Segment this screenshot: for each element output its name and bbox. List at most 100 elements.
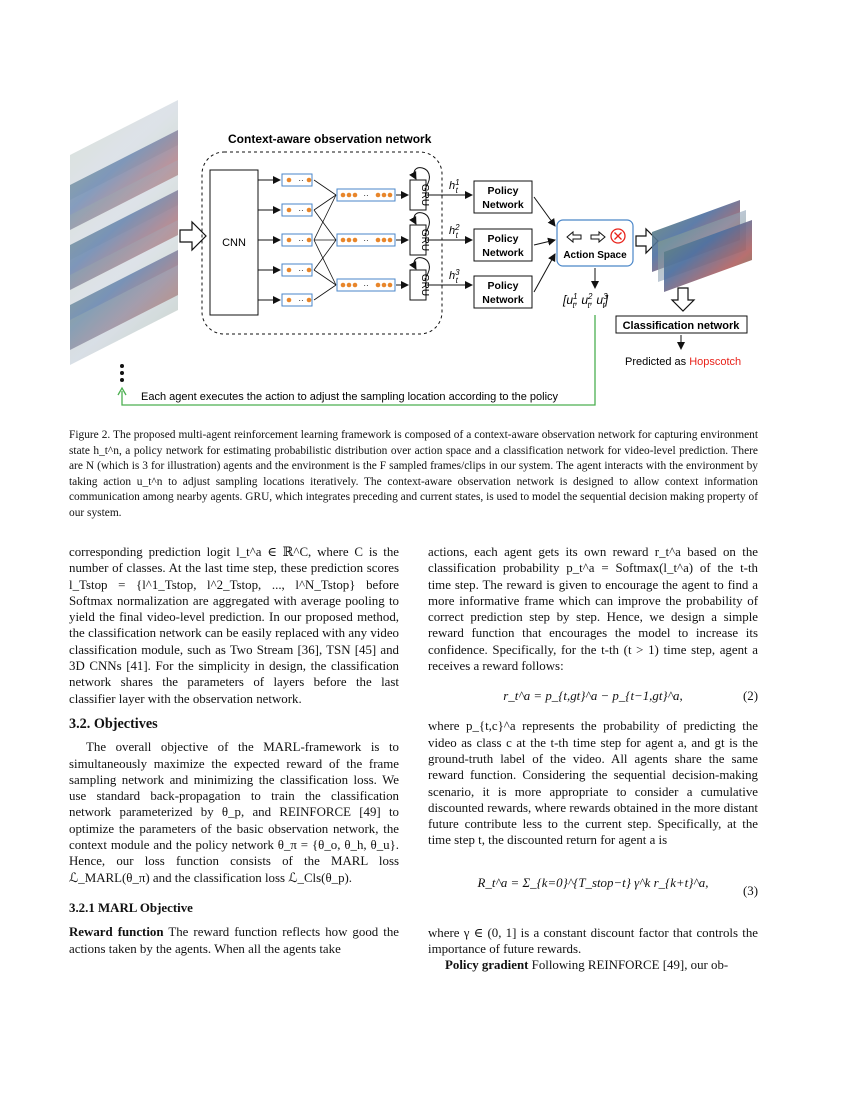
equation-3-body: R_t^a = Σ_{k=0}^{T_stop−t} γ^k r_{k+t}^a… <box>477 875 709 890</box>
context-dot <box>352 282 358 288</box>
gru-recurrent-arrow <box>409 167 430 188</box>
context-dot <box>352 192 358 198</box>
policy-gradient-text: Following REINFORCE [49], our ob- <box>528 958 729 973</box>
sampled-frame-stack <box>652 200 752 292</box>
feature-dot <box>286 177 292 183</box>
feature-box <box>281 233 313 247</box>
context-dot <box>346 282 352 288</box>
right-arrow-icon <box>590 230 606 244</box>
predicted-prefix: Predicted as <box>625 356 689 368</box>
equation-2-body: r_t^a = p_{t,gt}^a − p_{t−1,gt}^a, <box>503 689 683 704</box>
cnn-label: CNN <box>222 237 246 249</box>
equation-2: r_t^a = p_{t,gt}^a − p_{t−1,gt}^a, (2) <box>428 680 758 712</box>
gru-label: GRU <box>419 184 430 206</box>
policy-network-label: Network <box>482 247 524 259</box>
classification-network-box <box>615 315 748 334</box>
predicted-class: Hopscotch <box>689 356 741 368</box>
feature-ellipsis: ·· <box>298 206 303 215</box>
policy-network-label: Policy <box>488 280 519 292</box>
right-paragraph-1: actions, each agent gets its own reward … <box>428 545 758 674</box>
right-paragraph-4: Policy gradient Following REINFORCE [49]… <box>428 957 758 973</box>
prediction-text: Predicted as Hopscotch <box>625 356 741 368</box>
context-dot <box>340 192 346 198</box>
feature-box <box>281 263 313 277</box>
policy-network-label: Policy <box>488 185 519 197</box>
feature-ellipsis: ·· <box>298 236 303 245</box>
input-frame-stack <box>70 100 178 365</box>
vertical-ellipsis <box>120 364 124 382</box>
context-dot <box>387 282 393 288</box>
context-dot <box>375 282 381 288</box>
gru-recurrent-arrow <box>409 212 430 233</box>
equation-3: R_t^a = Σ_{k=0}^{T_stop−t} γ^k r_{k+t}^a… <box>428 855 758 919</box>
classification-network-label: Classification network <box>623 320 741 332</box>
context-ellipsis: ·· <box>363 191 368 200</box>
feedback-text: Each agent executes the action to adjust… <box>141 391 559 403</box>
gru-label: GRU <box>419 229 430 251</box>
feature-dot <box>286 297 292 303</box>
context-dot <box>387 192 393 198</box>
context-link <box>313 194 337 211</box>
right-paragraph-3: where γ ∈ (0, 1] is a constant discount … <box>428 925 758 957</box>
subsection-title: 3.2.1 MARL Objective <box>69 900 193 915</box>
policy-to-action-arrow <box>533 253 556 293</box>
feature-dot <box>306 177 312 183</box>
feature-dot <box>306 207 312 213</box>
context-feature-box <box>336 233 396 247</box>
context-dot <box>352 237 358 243</box>
context-dot <box>346 192 352 198</box>
framework-diagram: Context-aware observation network CNN ··… <box>70 100 752 406</box>
section-title: 3.2. Objectives <box>69 715 158 732</box>
gru-block <box>409 224 427 256</box>
context-dot <box>387 237 393 243</box>
feedback-arrowhead <box>117 386 127 396</box>
cnn-block <box>209 169 259 316</box>
caption-label: Figure 2. <box>69 429 111 441</box>
feature-ellipsis: ·· <box>298 296 303 305</box>
context-link <box>313 209 337 241</box>
feature-dot <box>306 297 312 303</box>
equation-3-number: (3) <box>742 883 758 898</box>
policy-network-label: Network <box>482 294 524 306</box>
feature-dot <box>286 237 292 243</box>
gru-recurrent-arrow <box>409 257 430 278</box>
policy-network-box <box>473 275 533 309</box>
context-link <box>313 239 337 286</box>
feature-dot <box>286 207 292 213</box>
feature-dot <box>306 267 312 273</box>
context-link <box>313 239 337 271</box>
policy-to-action-arrow <box>533 237 556 246</box>
left-arrow-icon <box>566 230 582 244</box>
observation-network-box <box>201 151 443 335</box>
feature-ellipsis: ·· <box>298 176 303 185</box>
figure-caption: Figure 2. The proposed multi-agent reinf… <box>69 428 758 522</box>
reward-function-head: Reward function <box>69 925 164 940</box>
feature-box <box>281 293 313 307</box>
feature-box <box>281 173 313 187</box>
input-arrow <box>179 220 207 252</box>
caption-text: The proposed multi-agent reinforcement l… <box>69 429 758 519</box>
context-feature-box <box>336 188 396 202</box>
context-dot <box>340 237 346 243</box>
context-feature-box <box>336 278 396 292</box>
context-dot <box>375 237 381 243</box>
context-feature-column: ······ <box>313 179 409 301</box>
right-paragraph-2: where p_{t,c}^a represents the probabili… <box>428 719 758 848</box>
context-dot <box>340 282 346 288</box>
context-ellipsis: ·· <box>363 281 368 290</box>
right-column: actions, each agent gets its own reward … <box>428 544 758 974</box>
policy-network-label: Network <box>482 199 524 211</box>
feature-box <box>281 203 313 217</box>
left-paragraph-2: The overall objective of the MARL-framew… <box>69 740 399 885</box>
left-paragraph-1: corresponding prediction logit l_t^a ∈ ℝ… <box>69 545 399 706</box>
feature-ellipsis: ·· <box>298 266 303 275</box>
context-link <box>313 269 337 286</box>
